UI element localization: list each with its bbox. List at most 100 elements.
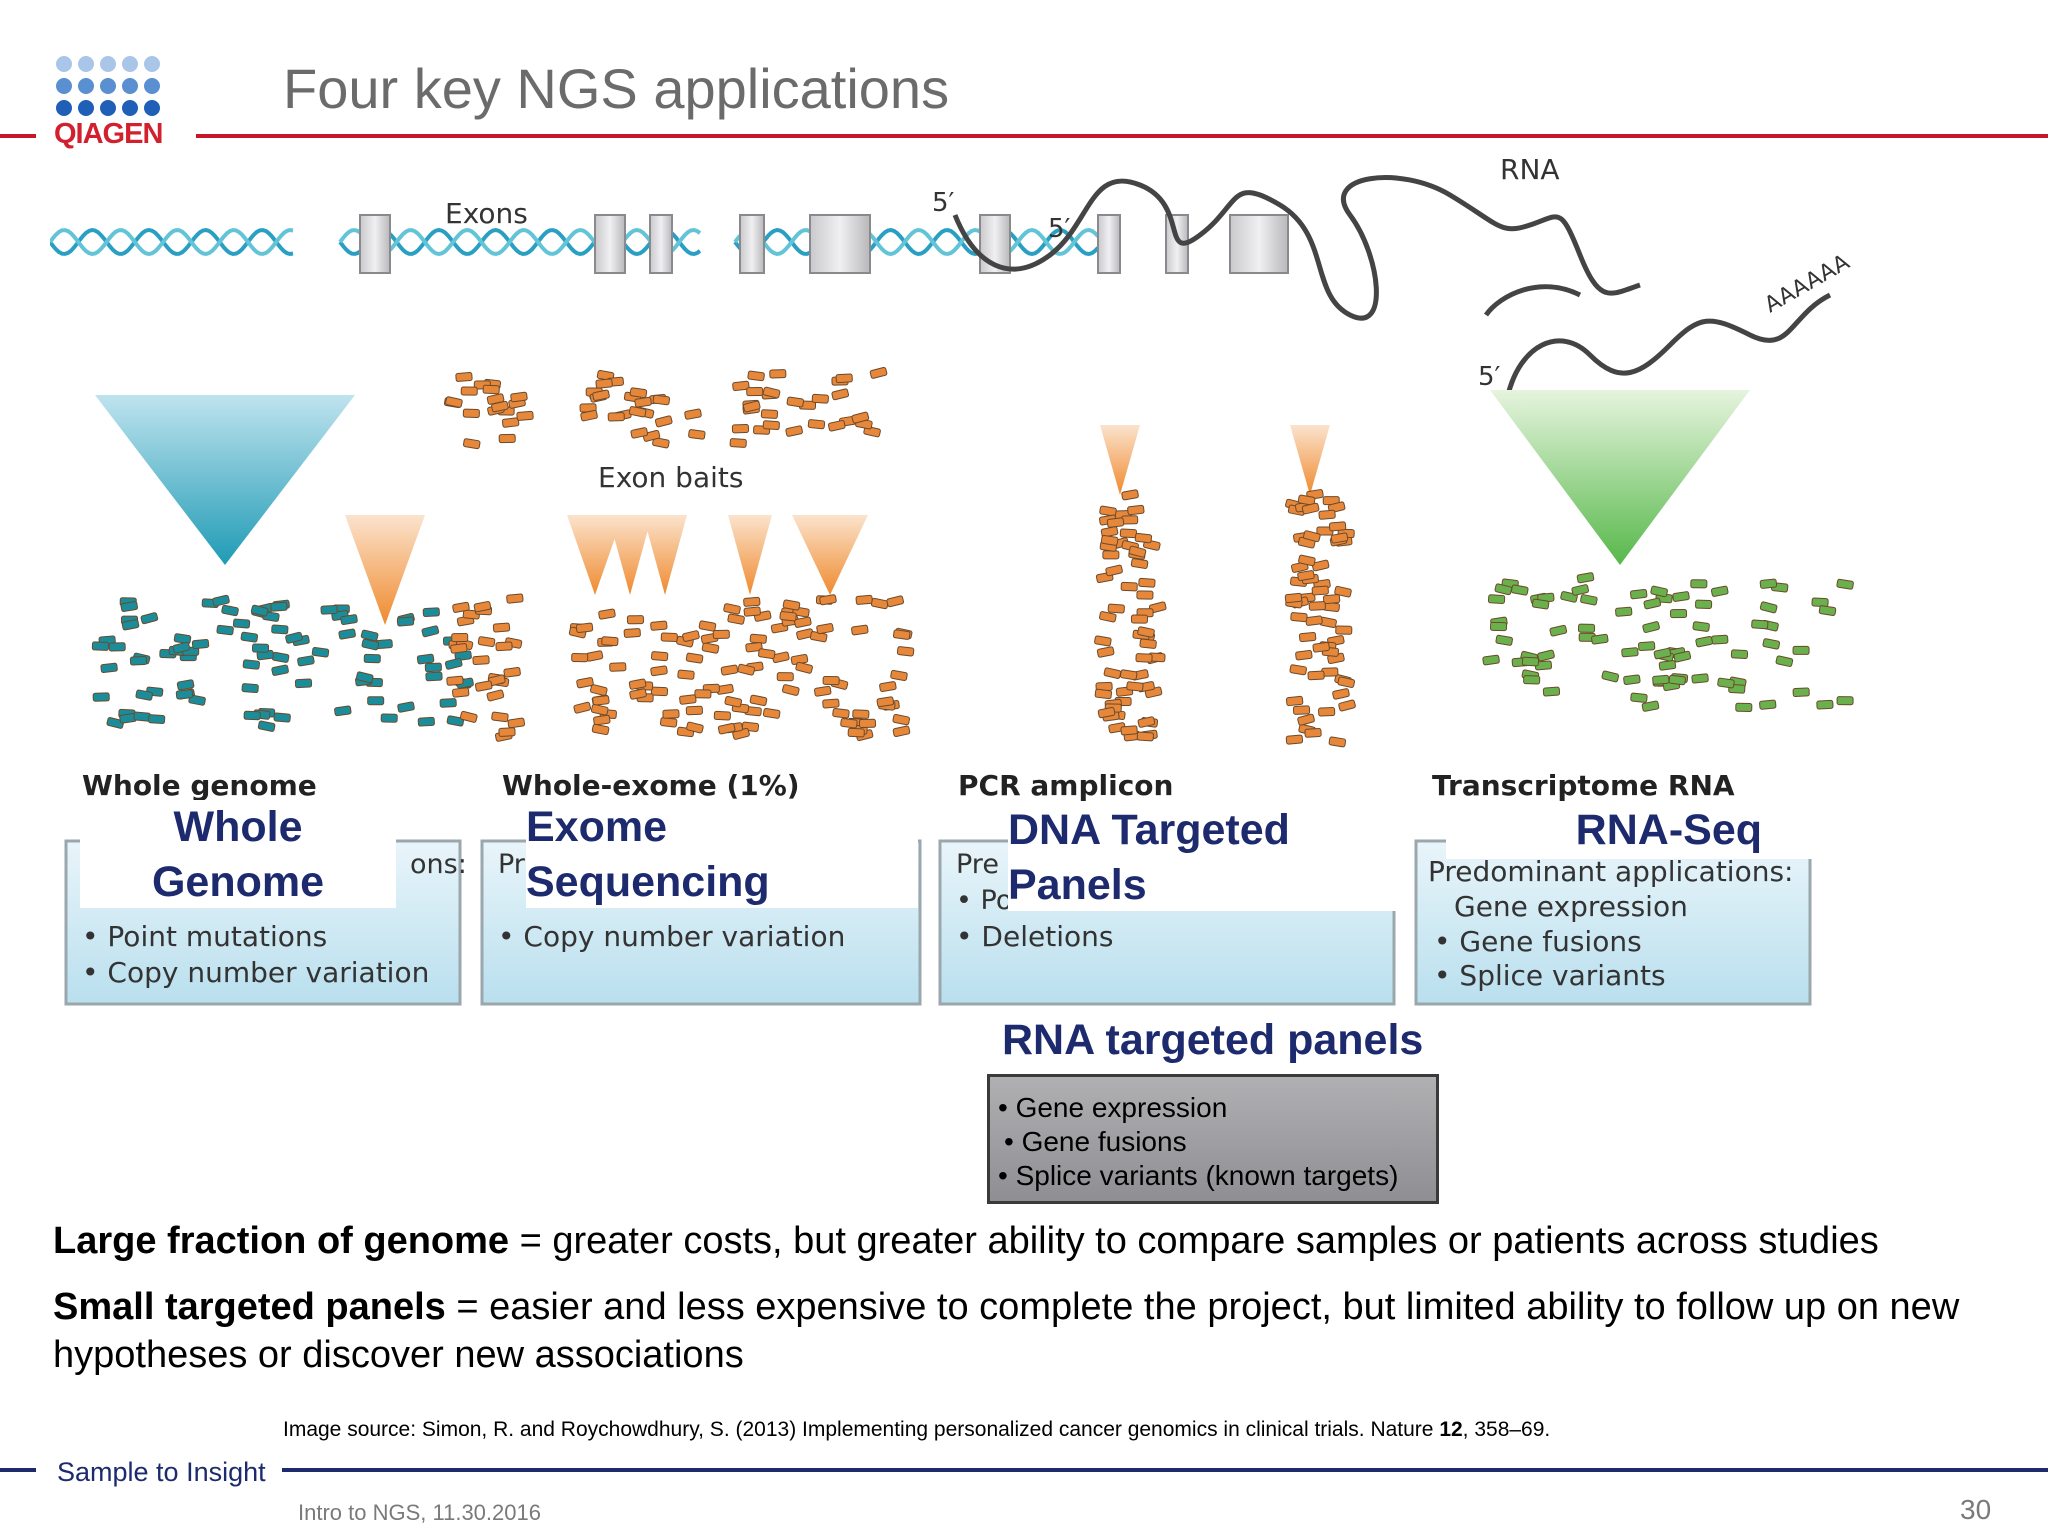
rna-targeted-panels-box: • Gene expression • Gene fusions • Splic… [987, 1074, 1439, 1204]
cluster-rna-frag-58 [1717, 677, 1735, 689]
cluster-whole-genome-frag-49 [221, 604, 239, 617]
cluster-amplicon-2-frag-27 [1330, 532, 1349, 544]
helix-strand-1-1 [338, 227, 702, 257]
cluster-rna-frag-29 [1811, 597, 1829, 608]
panel-heading-whole-exome: Whole-exome (1%) [502, 769, 800, 802]
panel-bullet-wg-2: • Copy number variation [82, 956, 429, 989]
cluster-rna-frag-13 [1638, 641, 1656, 652]
page-number: 30 [1960, 1494, 1992, 1525]
cluster-rna-frag-35 [1672, 591, 1690, 602]
cluster-rna-frag-12 [1695, 635, 1713, 648]
cluster-exon-bottom-2-frag-22 [651, 651, 669, 662]
rna-strand-2 [1505, 292, 1832, 396]
bait-funnel-4 [728, 515, 772, 595]
cluster-rna-frag-66 [1650, 585, 1668, 598]
cluster-exon-bottom-2-frag-17 [776, 672, 794, 682]
cluster-exon-bottom-1-frag-26 [503, 667, 521, 678]
cluster-whole-genome-frag-55 [273, 712, 291, 723]
cluster-exon-bottom-2-frag-61 [795, 661, 813, 674]
cluster-exon-top-1-frag-15 [460, 386, 478, 396]
cluster-exon-top-3-frag-2 [835, 373, 853, 384]
cluster-exon-bottom-1-frag-21 [452, 601, 470, 613]
cluster-exon-top-1-frag-0 [501, 417, 520, 428]
cluster-rna-frag-64 [1523, 675, 1541, 685]
cluster-whole-genome-frag-67 [285, 631, 303, 644]
cluster-amplicon-1-frag-7 [1130, 558, 1149, 569]
cluster-amplicon-2-frag-10 [1292, 705, 1311, 715]
cluster-amplicon-2-frag-55 [1308, 601, 1326, 611]
cluster-exon-top-1-frag-7 [445, 396, 463, 408]
cluster-exon-bottom-2-frag-6 [589, 684, 608, 696]
cluster-exon-top-2-frag-3 [652, 437, 670, 449]
cluster-exon-bottom-2-frag-72 [717, 722, 736, 735]
cluster-amplicon-2-frag-22 [1337, 676, 1356, 688]
cluster-amplicon-2-frag-0 [1335, 625, 1353, 635]
cluster-exon-bottom-2-frag-51 [743, 606, 761, 617]
cluster-exon-bottom-3-frag-15 [813, 685, 832, 697]
cluster-amplicon-2-frag-38 [1304, 727, 1322, 738]
cluster-exon-bottom-1-frag-25 [474, 680, 493, 692]
cluster-exon-top-3-frag-7 [827, 420, 846, 432]
cluster-exon-bottom-3-frag-27 [876, 696, 895, 708]
cluster-amplicon-1-frag-59 [1135, 653, 1153, 663]
cluster-whole-genome-frag-88 [191, 638, 210, 650]
cluster-exon-bottom-1-frag-9 [459, 710, 478, 723]
cluster-exon-bottom-2-frag-31 [781, 684, 800, 696]
cluster-whole-genome-frag-56 [257, 720, 276, 732]
cluster-rna-frag-61 [1759, 578, 1778, 589]
cluster-exon-bottom-2-frag-56 [623, 628, 641, 638]
cluster-exon-top-3-frag-27 [807, 419, 826, 430]
cluster-rna-frag-38 [1591, 633, 1609, 645]
cluster-exon-bottom-2-frag-43 [662, 709, 680, 719]
cluster-exon-top-2-frag-1 [580, 409, 598, 422]
cluster-amplicon-1-frag-29 [1105, 564, 1123, 577]
cluster-whole-genome-frag-44 [320, 604, 338, 615]
cluster-exon-bottom-2-frag-68 [686, 721, 704, 734]
cluster-amplicon-2-frag-44 [1334, 585, 1352, 598]
cluster-whole-genome-frag-69 [232, 618, 251, 629]
cluster-amplicon-1-frag-45 [1103, 667, 1122, 679]
cluster-amplicon-2-frag-58 [1311, 585, 1329, 596]
footer-rule-left [0, 1468, 36, 1472]
cluster-amplicon-1-frag-54 [1134, 532, 1153, 544]
cluster-exon-bottom-2-frag-62 [779, 611, 797, 622]
cluster-whole-genome-frag-34 [421, 625, 440, 638]
cluster-whole-genome-frag-7 [106, 717, 125, 729]
cluster-exon-top-1-frag-17 [491, 400, 509, 413]
cluster-whole-genome-frag-29 [360, 629, 379, 642]
cluster-whole-genome-frag-83 [271, 624, 289, 635]
cluster-exon-bottom-2-frag-36 [601, 636, 619, 647]
cluster-rna-frag-26 [1690, 579, 1708, 589]
cluster-whole-genome-frag-43 [140, 612, 159, 625]
cluster-rna-frag-6 [1630, 588, 1648, 600]
cluster-amplicon-2-frag-50 [1307, 670, 1325, 681]
cluster-exon-bottom-3-frag-17 [890, 669, 908, 682]
cluster-whole-genome-frag-50 [120, 601, 138, 612]
exon-block-5 [979, 214, 1011, 274]
cluster-exon-bottom-3-frag-12 [816, 623, 834, 635]
cluster-amplicon-1-frag-34 [1128, 545, 1147, 558]
cluster-rna-frag-39 [1482, 654, 1500, 666]
cluster-exon-bottom-2-frag-11 [762, 707, 781, 719]
cluster-amplicon-2-frag-59 [1318, 509, 1336, 520]
exon-baits-label: Exon baits [598, 461, 743, 494]
cluster-whole-genome-frag-57 [242, 659, 261, 670]
cluster-exon-bottom-1-frag-10 [492, 622, 511, 633]
dna-helix [50, 227, 1100, 257]
cluster-amplicon-2-frag-57 [1303, 530, 1321, 543]
cluster-amplicon-1-frag-32 [1126, 681, 1144, 692]
exons-label: Exons [445, 197, 528, 230]
cluster-whole-genome-frag-73 [243, 710, 261, 721]
cluster-amplicon-1-frag-50 [1137, 626, 1155, 638]
qiagen-logo-dots [56, 56, 160, 116]
cluster-exon-bottom-2-frag-47 [782, 599, 801, 611]
cluster-rna-frag-4 [1759, 601, 1778, 614]
cluster-amplicon-2-frag-8 [1298, 631, 1317, 643]
polya-label: AAAAAA [1761, 250, 1854, 318]
cluster-whole-genome-frag-71 [425, 671, 443, 682]
cluster-rna-frag-78 [1511, 584, 1529, 596]
exon-block-4 [809, 214, 871, 274]
cluster-exon-bottom-2-frag-2 [650, 686, 669, 697]
cluster-whole-genome-frag-3 [240, 631, 259, 643]
cluster-rna-frag-42 [1571, 584, 1590, 596]
